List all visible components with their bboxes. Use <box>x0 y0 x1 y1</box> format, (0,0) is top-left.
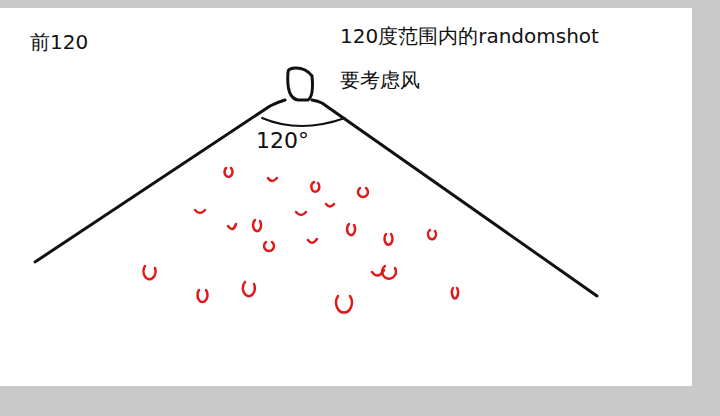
corner-note: 前120 <box>30 30 88 54</box>
right-boundary <box>312 100 597 296</box>
range-note: 120度范围内的randomshot <box>340 24 599 48</box>
wind-note: 要考虑风 <box>340 68 420 92</box>
angle-arc <box>262 118 345 126</box>
angle-label: 120° <box>256 128 309 154</box>
random-shots <box>144 168 458 313</box>
left-boundary <box>35 100 285 262</box>
paper-ground <box>0 8 692 386</box>
shooter-head <box>288 68 313 100</box>
